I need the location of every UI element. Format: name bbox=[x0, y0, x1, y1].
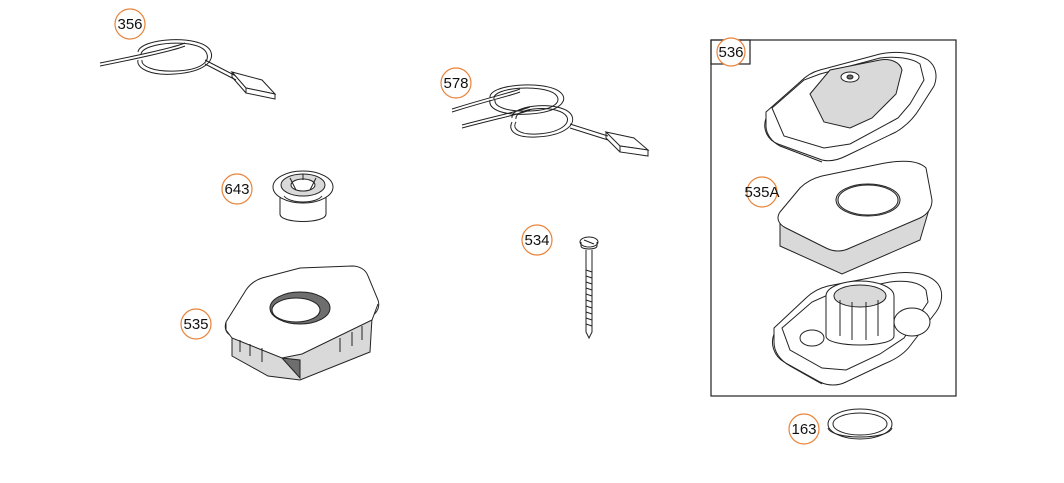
callout-356[interactable]: 356 bbox=[114, 8, 146, 40]
part-578-wire-harness[interactable] bbox=[451, 84, 650, 157]
callout-534[interactable]: 534 bbox=[521, 224, 553, 256]
callout-643-label: 643 bbox=[224, 181, 249, 198]
callout-578[interactable]: 578 bbox=[440, 67, 472, 99]
callout-356-label: 356 bbox=[117, 16, 142, 33]
callout-578-label: 578 bbox=[443, 75, 468, 92]
callout-535A[interactable]: 535A bbox=[744, 176, 780, 208]
part-air-cleaner-cover[interactable] bbox=[764, 51, 937, 163]
callout-536[interactable]: 536 bbox=[716, 37, 746, 67]
part-535A-filter-element[interactable] bbox=[777, 160, 933, 275]
part-534-screw[interactable] bbox=[579, 236, 599, 340]
part-535-air-filter[interactable] bbox=[224, 265, 380, 381]
part-air-cleaner-base[interactable] bbox=[771, 271, 943, 386]
callout-536-label: 536 bbox=[718, 44, 743, 61]
callout-163[interactable]: 163 bbox=[788, 413, 820, 445]
callout-534-label: 534 bbox=[524, 232, 549, 249]
callout-535A-label: 535A bbox=[744, 184, 779, 201]
part-163-gasket[interactable] bbox=[827, 408, 893, 440]
part-643-bushing[interactable] bbox=[272, 170, 334, 222]
callout-535-label: 535 bbox=[183, 316, 208, 333]
callout-163-label: 163 bbox=[791, 421, 816, 438]
callout-643[interactable]: 643 bbox=[221, 173, 253, 205]
callout-535[interactable]: 535 bbox=[180, 308, 212, 340]
part-356-wire-harness[interactable] bbox=[99, 39, 277, 100]
